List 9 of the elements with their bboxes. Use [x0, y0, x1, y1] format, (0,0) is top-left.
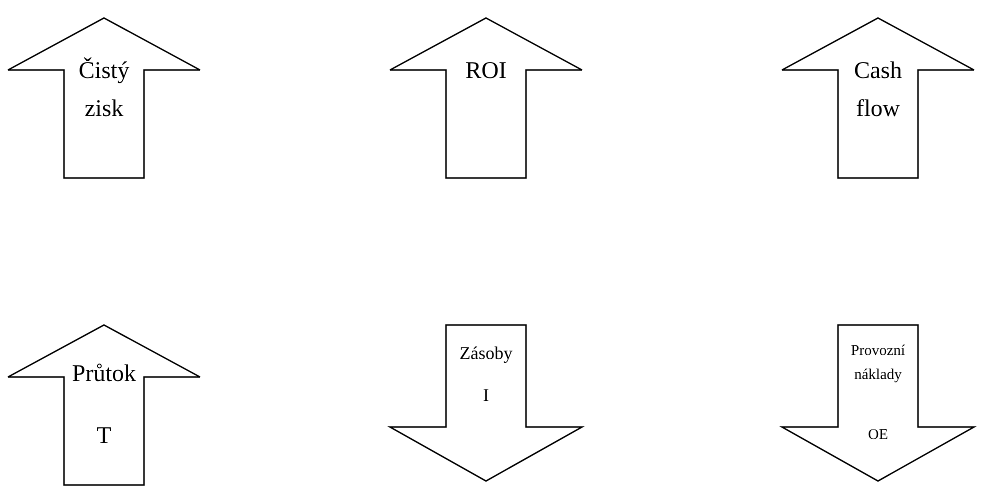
symbol-label: OE: [867, 426, 889, 445]
symbol-label: I: [482, 384, 490, 407]
arrow-label: ROI: [464, 57, 508, 86]
arrow-label: Průtok: [70, 360, 137, 389]
arrow-label: Čistý zisk: [78, 56, 130, 124]
arrow-label: Cash flow: [853, 57, 903, 124]
arrow-label: Zásoby: [458, 342, 514, 365]
symbol-label: T: [96, 422, 112, 451]
arrow-label: Provozní náklady: [850, 342, 906, 385]
